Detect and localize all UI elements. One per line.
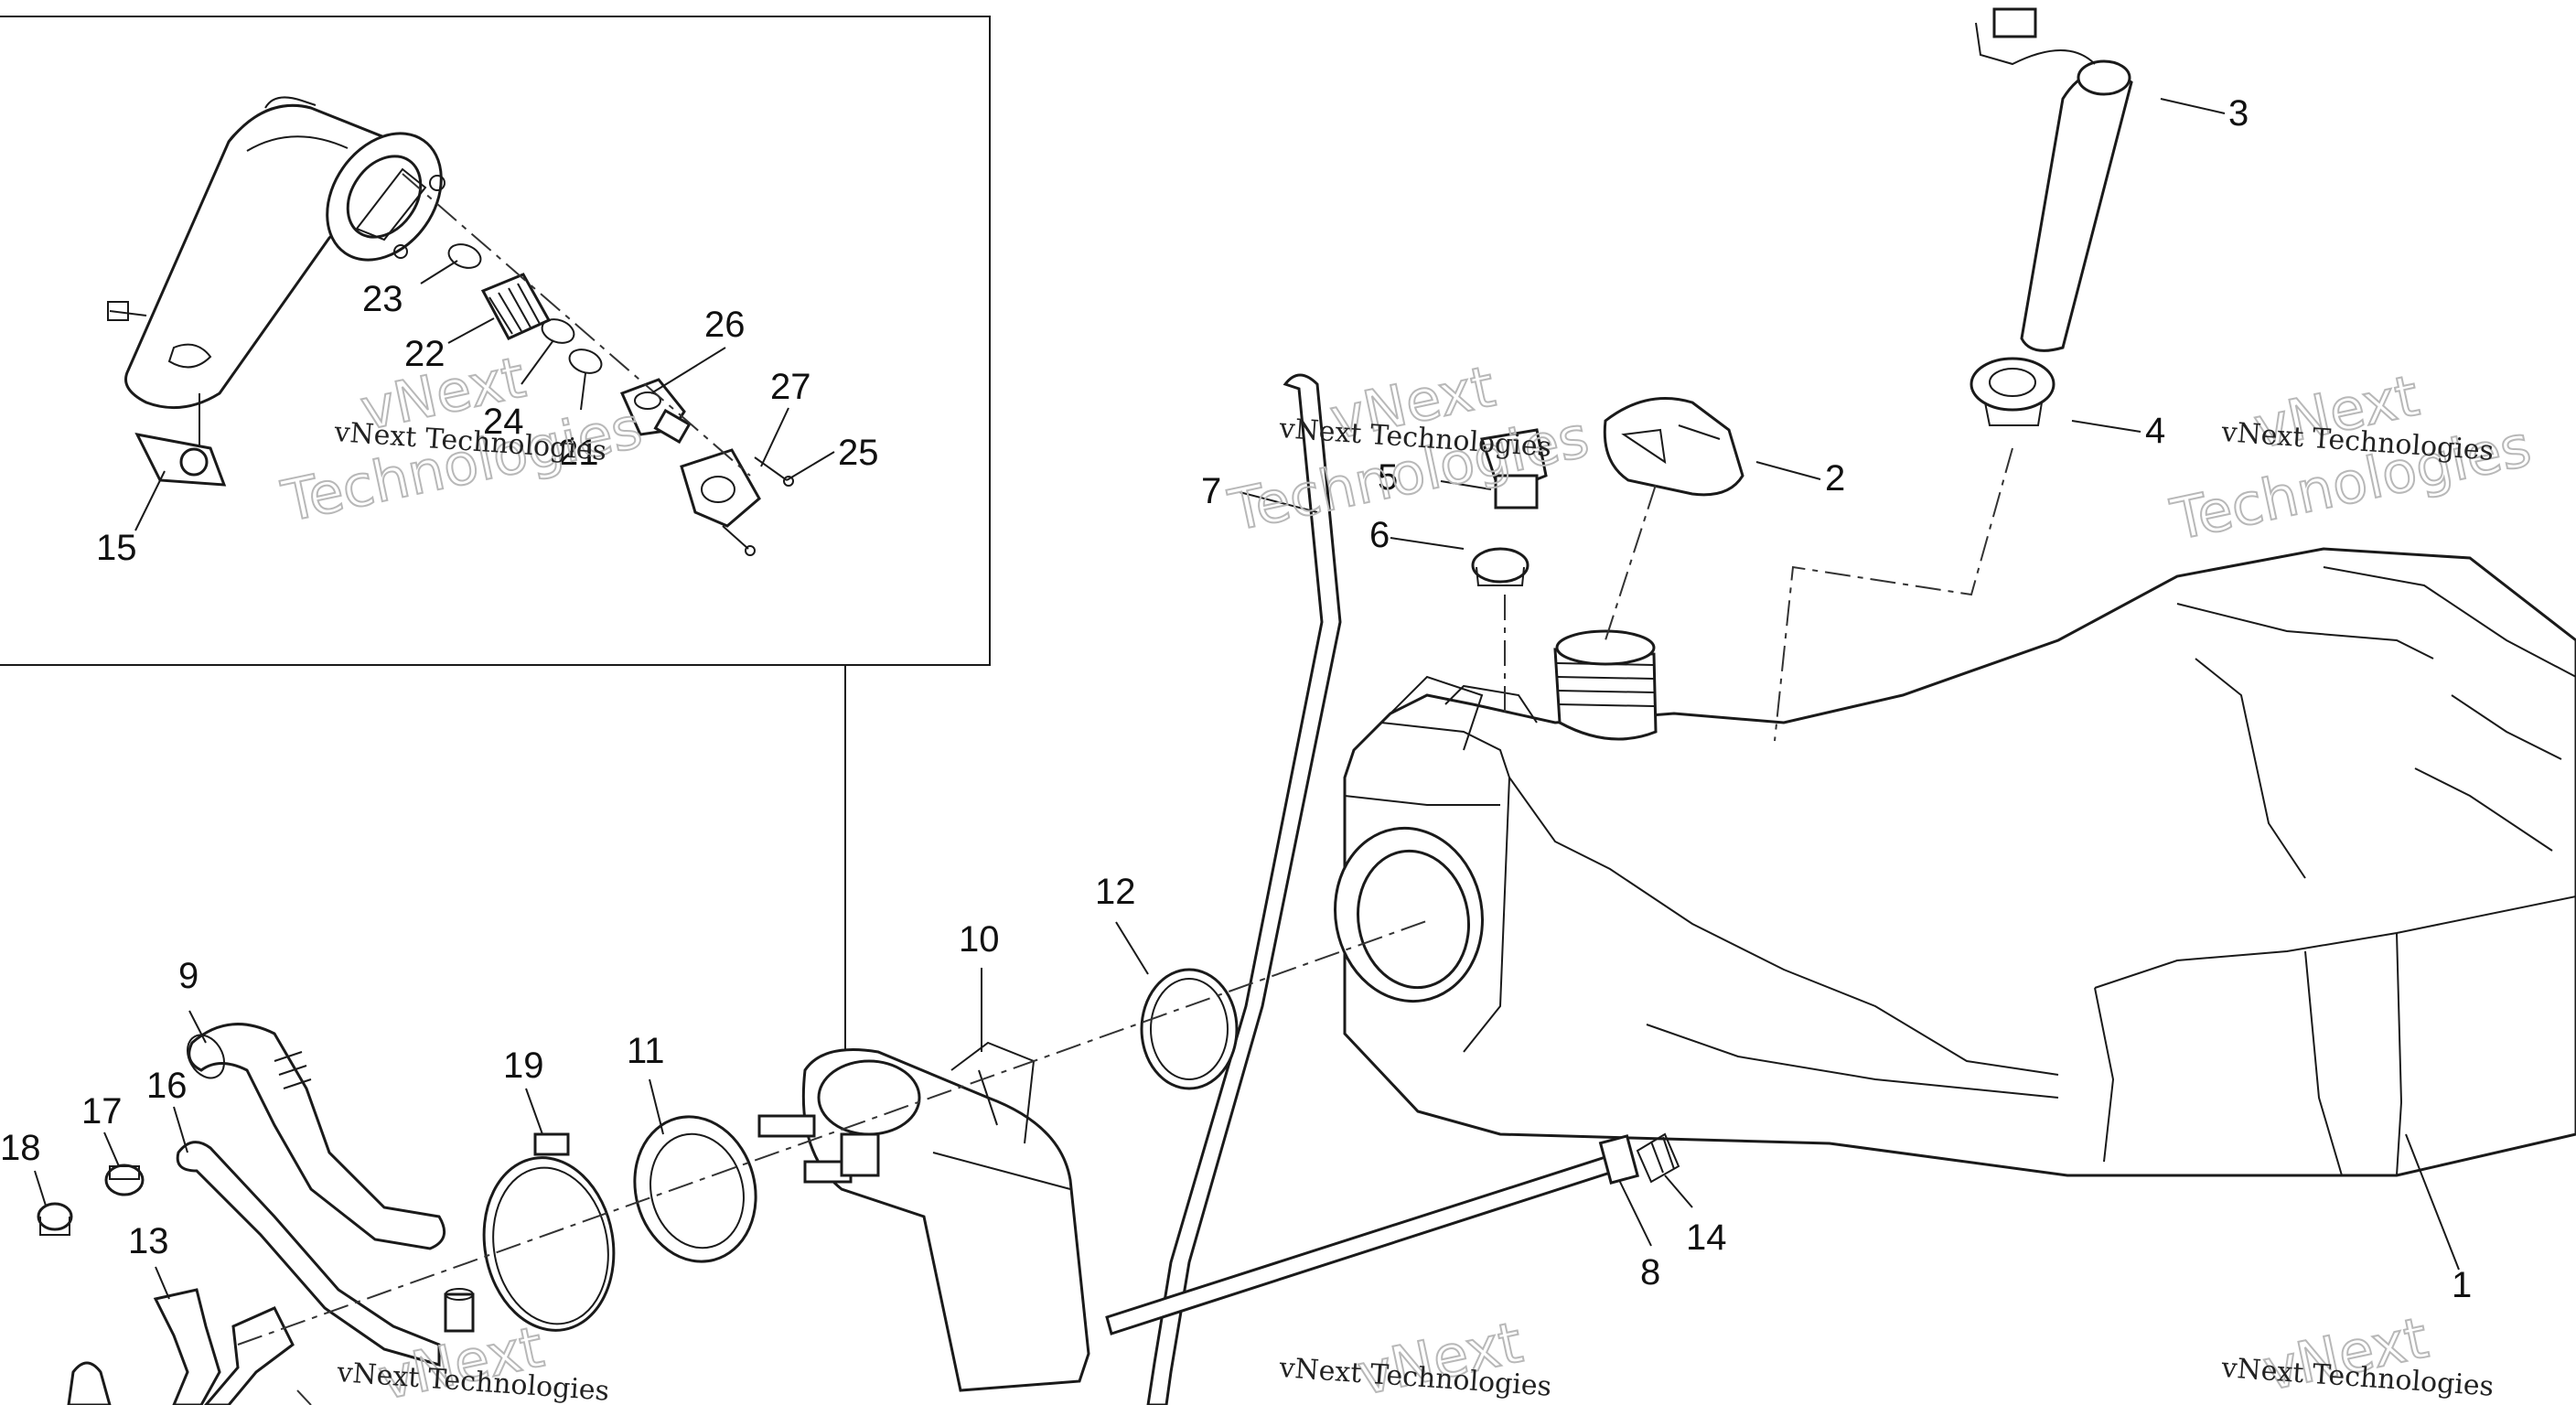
inset-plate-27: [680, 448, 794, 556]
hose-clamp-19: [482, 1132, 616, 1332]
callout-26: 26: [704, 305, 746, 345]
inset-frame: [0, 16, 991, 1052]
callout-14: 14: [1686, 1217, 1727, 1258]
hose-16: [176, 1141, 441, 1367]
callout-7: 7: [1201, 471, 1221, 511]
inset-pump-collar: [326, 132, 445, 262]
hose-9: [187, 1023, 446, 1250]
callout-15: 15: [96, 528, 137, 568]
callout-24: 24: [483, 402, 524, 442]
callout-17: 17: [81, 1091, 123, 1132]
vent-grommet: [1471, 547, 1530, 586]
inset-oring-21: [568, 349, 603, 374]
callout-16: 16: [146, 1066, 188, 1106]
callout-11: 11: [627, 1031, 665, 1071]
callout-3: 3: [2228, 93, 2249, 134]
callout-9: 9: [178, 956, 199, 996]
inset-filter-22: [480, 273, 552, 340]
callout-19: 19: [503, 1046, 544, 1086]
callout-8: 8: [1640, 1252, 1660, 1292]
fitting-near-19: [444, 1288, 475, 1333]
fuel-tank: [1334, 547, 2576, 1177]
callout-18: 18: [0, 1128, 41, 1168]
hose-fitting-13: [67, 1288, 295, 1405]
callout-13: 13: [128, 1221, 169, 1261]
inset-regulator-26: [619, 378, 692, 445]
fuel-level-sender: [1975, 7, 2133, 352]
callout-2: 2: [1825, 458, 1845, 499]
inset-oring-24: [541, 318, 575, 344]
callout-27: 27: [770, 367, 811, 407]
cap-plug-18: [37, 1202, 73, 1236]
callout-10: 10: [959, 919, 1000, 960]
callout-22: 22: [404, 334, 445, 374]
inset-oring-23: [447, 243, 482, 269]
vent-valve: [1480, 428, 1548, 509]
callout-25: 25: [838, 433, 879, 473]
fuel-pump-module: [757, 1041, 1090, 1392]
assembly-axes: [237, 447, 2013, 1405]
callout-12: 12: [1095, 872, 1136, 912]
leader-lines: [34, 98, 2460, 1300]
tank-oring-12: [1140, 968, 1239, 1090]
fuel-cap: [1603, 397, 1744, 497]
callout-23: 23: [362, 279, 403, 319]
lock-ring-11: [633, 1115, 757, 1263]
sender-grommet: [1970, 357, 2055, 426]
callout-6: 6: [1369, 515, 1390, 555]
callout-21: 21: [558, 433, 599, 473]
callout-5: 5: [1378, 457, 1398, 498]
hose-clamp-17: [104, 1164, 145, 1196]
callout-1: 1: [2452, 1265, 2472, 1305]
quick-connector-14: [1598, 1132, 1680, 1185]
callout-4: 4: [2145, 411, 2165, 451]
callout-labels: 1 2 3 4 5 6 7 8 9 10 11 12 13 14 15 16 1…: [0, 93, 2472, 1305]
